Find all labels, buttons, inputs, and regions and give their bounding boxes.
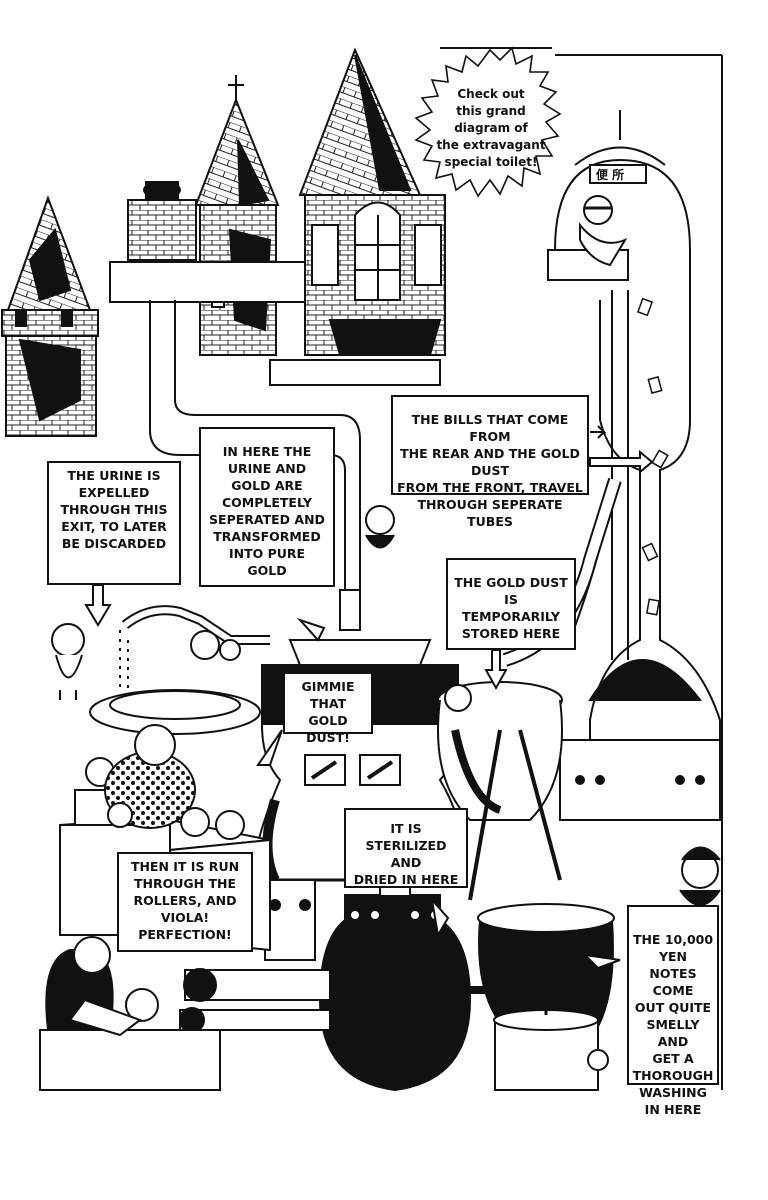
caption-sterilized: IT IS STERILIZED AND DRIED IN HERE	[344, 808, 468, 888]
small-figures	[365, 505, 472, 712]
flying-bills	[636, 297, 669, 616]
caption-urine: THE URINE IS EXPELLED THROUGH THIS EXIT,…	[47, 461, 181, 585]
caption-notes: THE 10,000 YEN NOTES COME OUT QUITE SMEL…	[627, 905, 719, 1117]
left-tower	[1, 195, 99, 437]
caption-gimmie: GIMMIE THAT GOLD DUST!	[283, 672, 373, 745]
girl-right	[679, 846, 721, 906]
caption-gold-store: THE GOLD DUST IS TEMPORARILY STORED HERE	[446, 558, 576, 650]
gold-pot	[437, 681, 563, 901]
rollers	[179, 879, 331, 1033]
sterilizer	[318, 879, 500, 1092]
speech-burst	[414, 46, 562, 198]
toilet-sign: 便 所	[596, 168, 625, 182]
caption-tubes: THE BILLS THAT COME FROM THE REAR AND TH…	[391, 395, 589, 529]
castle	[269, 47, 552, 386]
middle-towers	[109, 75, 311, 356]
urine-basin	[51, 605, 270, 735]
washing-pot	[477, 903, 615, 1091]
caption-separator: IN HERE THE URINE AND GOLD ARE COMPLETEL…	[199, 427, 335, 587]
speech-burst-text: Check out this grand diagram of the extr…	[436, 87, 546, 169]
caption-rollers: THEN IT IS RUN THROUGH THE ROLLERS, AND …	[117, 852, 253, 952]
pointer-arrows	[84, 425, 654, 970]
